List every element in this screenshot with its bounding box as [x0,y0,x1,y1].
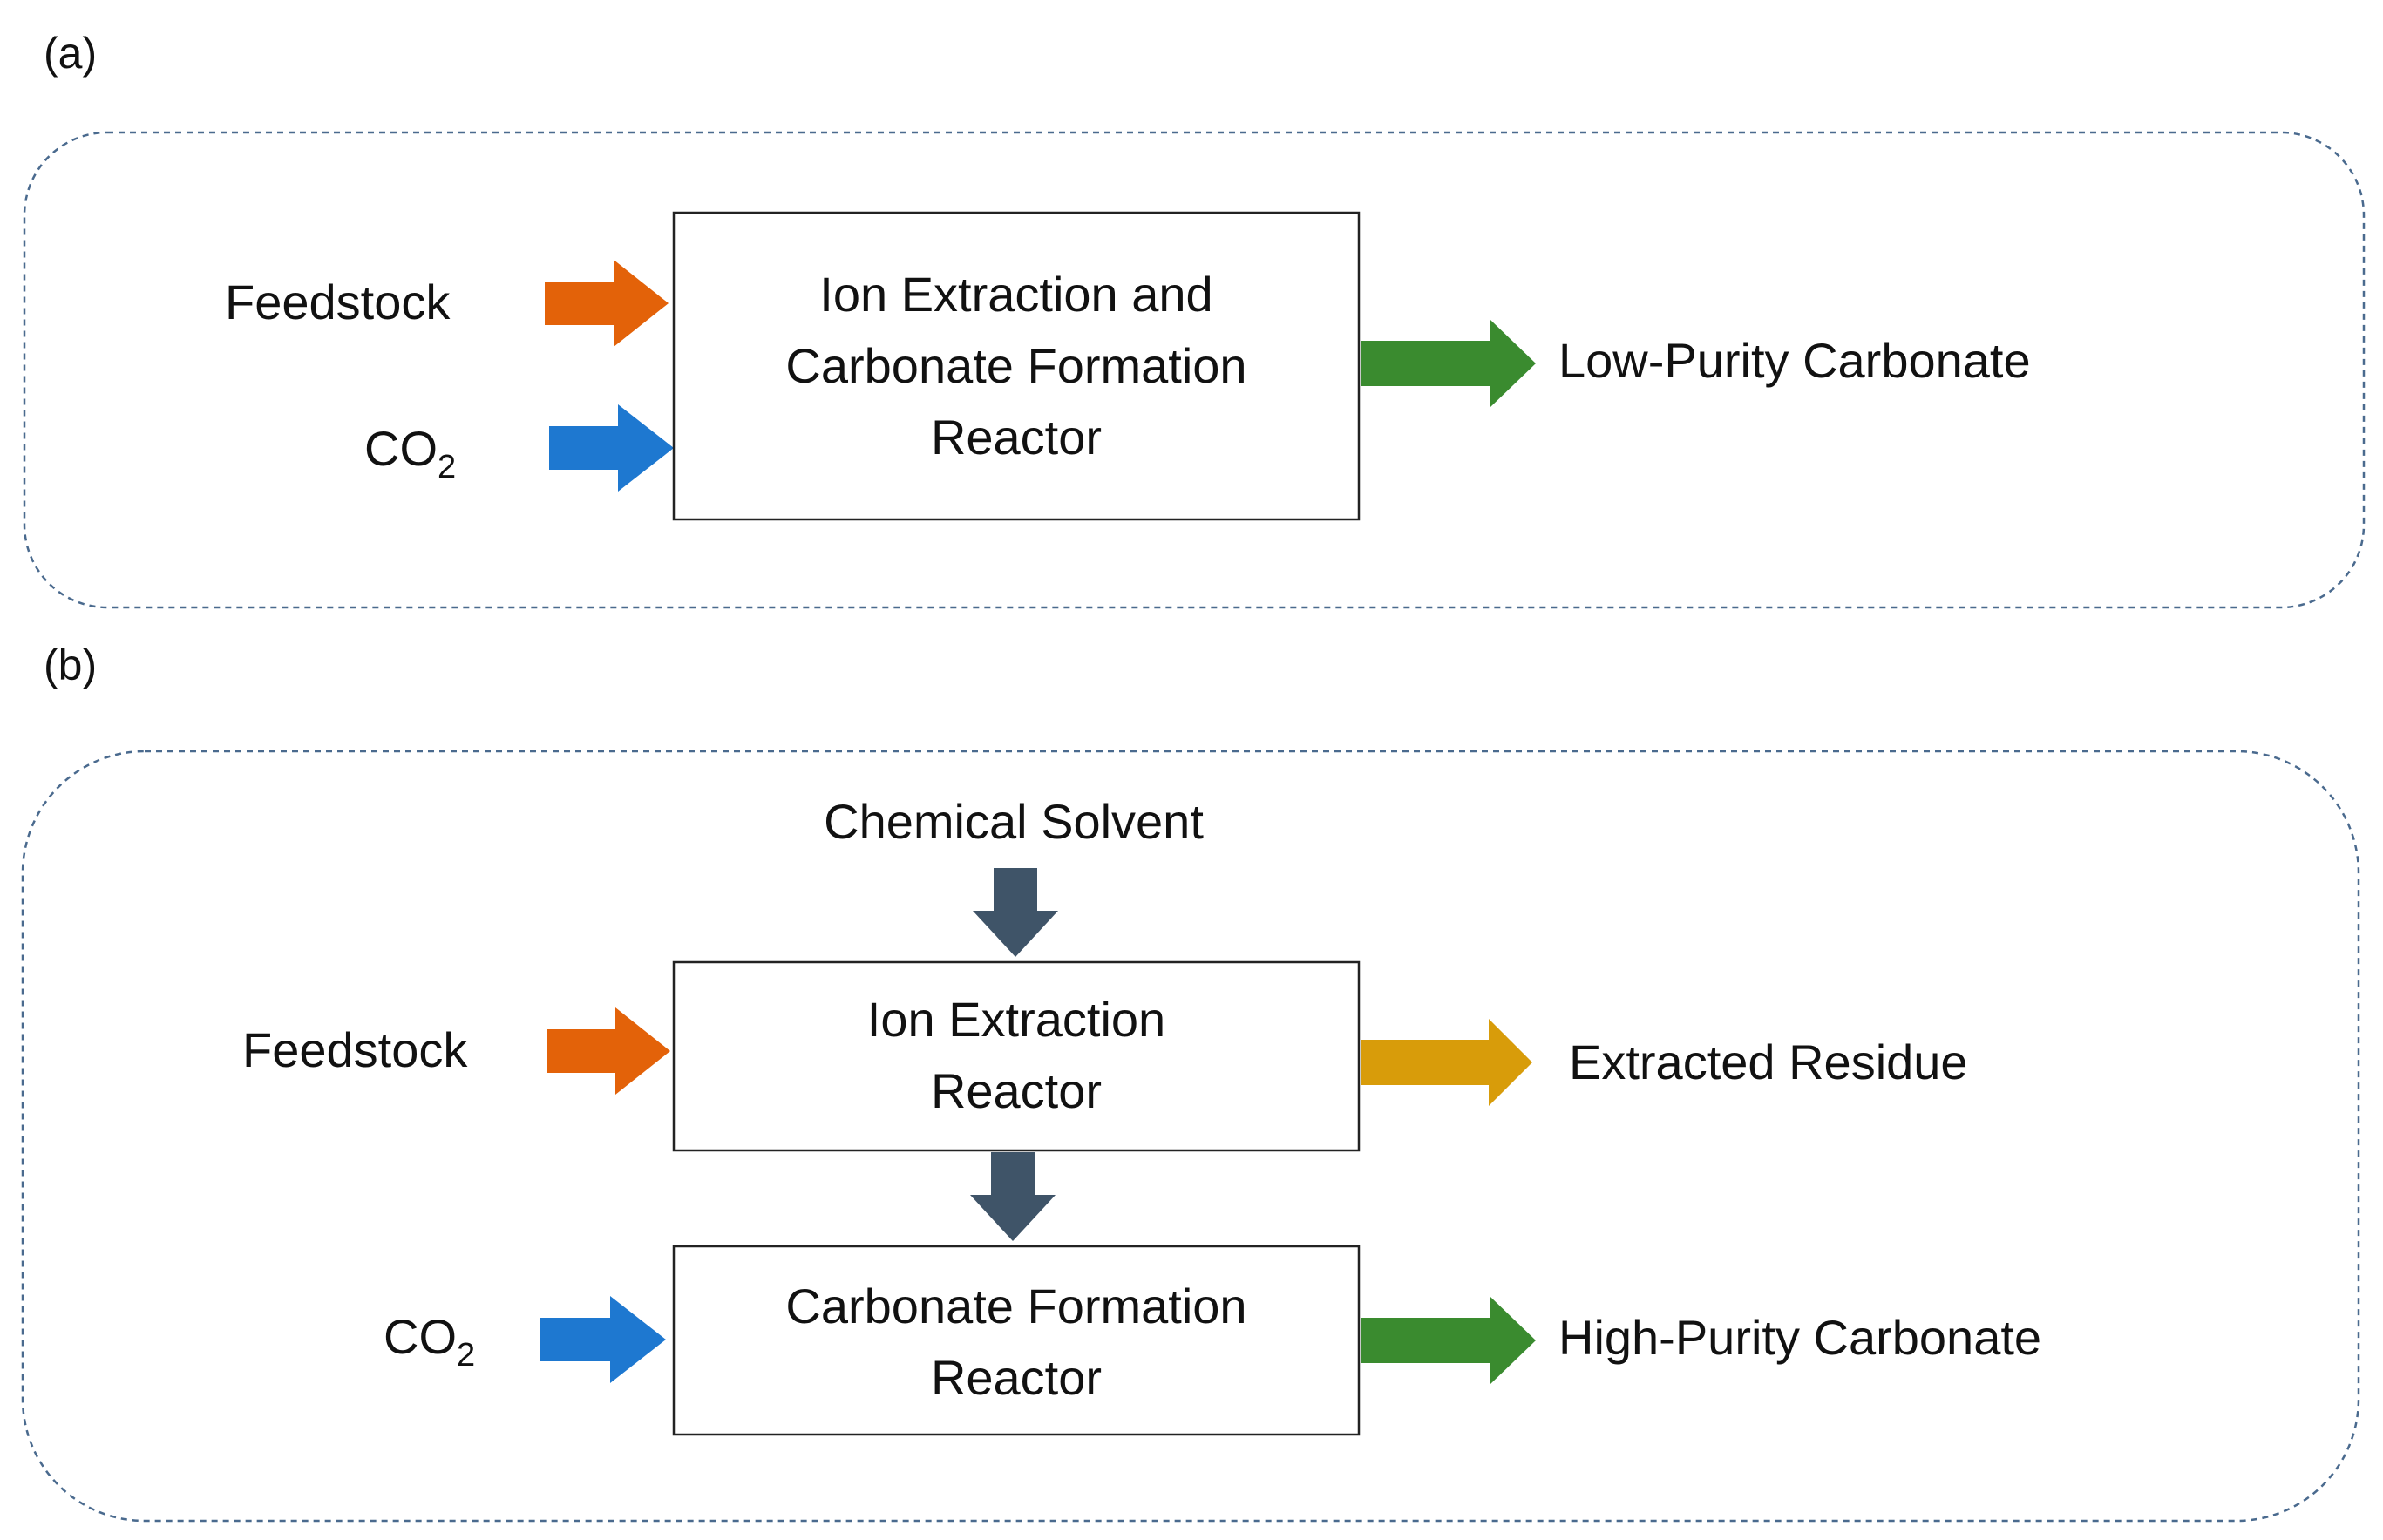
panel-a-combined-reactor-box [672,211,1361,521]
panel-a-label: (a) [44,29,97,78]
panel-a-co2-subscript: 2 [438,449,456,485]
panel-b-solvent-label: Chemical Solvent [824,794,1204,849]
panel-b-co2-label: CO2 [384,1309,475,1374]
panel-a-reactor-line-3: Reactor [931,410,1102,465]
panel-b-carbonate-formation-reactor-box [672,1245,1361,1436]
panel-b-flow-arrow [970,1152,1056,1241]
panel-b-co2-subscript: 2 [457,1337,475,1374]
panel-b-feedstock-label: Feedstock [242,1022,468,1077]
panel-b-solvent-arrow [973,868,1058,957]
panel-b-label: (b) [44,641,97,689]
panel-b-formation-reactor-line-1: Carbonate Formation [785,1279,1246,1333]
panel-b-formation-reactor-line-2: Reactor [931,1350,1102,1405]
panel-b-frame [21,750,2360,1523]
panel-a-co2-main: CO [364,421,438,476]
panel-a-co2-label: CO2 [364,421,456,485]
panel-b-carbonate-label: High-Purity Carbonate [1558,1310,2041,1365]
panel-b-ion-extraction-reactor-box [672,960,1361,1152]
panel-a-reactor-line-2: Carbonate Formation [785,338,1246,393]
panel-b-extraction-reactor-line-2: Reactor [931,1063,1102,1118]
panel-b-feedstock-arrow [547,1007,670,1095]
panel-b-residue-arrow [1361,1019,1532,1106]
panel-a-feedstock-label: Feedstock [225,275,451,329]
panel-b-extraction-reactor-line-1: Ion Extraction [867,992,1165,1047]
panel-b-co2-main: CO [384,1309,457,1364]
panel-a-feedstock-arrow [545,260,669,347]
panel-a-co2-arrow [549,404,674,492]
panel-a-frame [23,131,2366,609]
panel-b-carbonate-arrow [1361,1297,1536,1384]
panel-a-reactor-line-1: Ion Extraction and [819,267,1212,322]
panel-a-output-arrow [1361,320,1536,407]
panel-a-output-label: Low-Purity Carbonate [1558,333,2031,388]
panel-b-residue-label: Extracted Residue [1569,1035,1968,1089]
panel-b-co2-arrow [540,1296,666,1383]
